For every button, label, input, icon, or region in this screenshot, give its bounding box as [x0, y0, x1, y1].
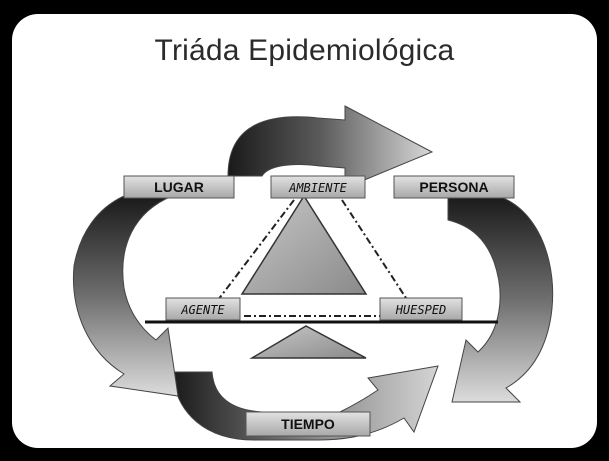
arrow-left — [72, 195, 179, 397]
label-lugar-text: LUGAR — [154, 179, 204, 195]
label-agente: AGENTE — [165, 297, 241, 321]
ambiente-huesped-line — [341, 199, 407, 299]
label-ambiente: AMBIENTE — [270, 175, 366, 199]
label-persona: PERSONA — [393, 175, 515, 199]
arrow-bottom — [171, 365, 439, 441]
label-huesped-text: HUESPED — [395, 303, 447, 317]
label-agente-text: AGENTE — [180, 303, 225, 317]
label-huesped: HUESPED — [379, 297, 463, 321]
label-tiempo-text: TIEMPO — [281, 416, 335, 432]
central-triangle — [240, 194, 368, 295]
label-ambiente-text: AMBIENTE — [288, 181, 348, 195]
diagram-title: Triáda Epidemiológica — [154, 34, 455, 67]
fulcrum-triangle — [249, 325, 367, 359]
label-tiempo: TIEMPO — [245, 411, 371, 437]
arrow-right — [447, 195, 554, 403]
label-lugar: LUGAR — [123, 175, 235, 199]
label-persona-text: PERSONA — [419, 179, 488, 195]
connector-lines — [217, 199, 407, 317]
arrow-top — [227, 105, 434, 189]
ambiente-agente-line — [217, 199, 295, 301]
